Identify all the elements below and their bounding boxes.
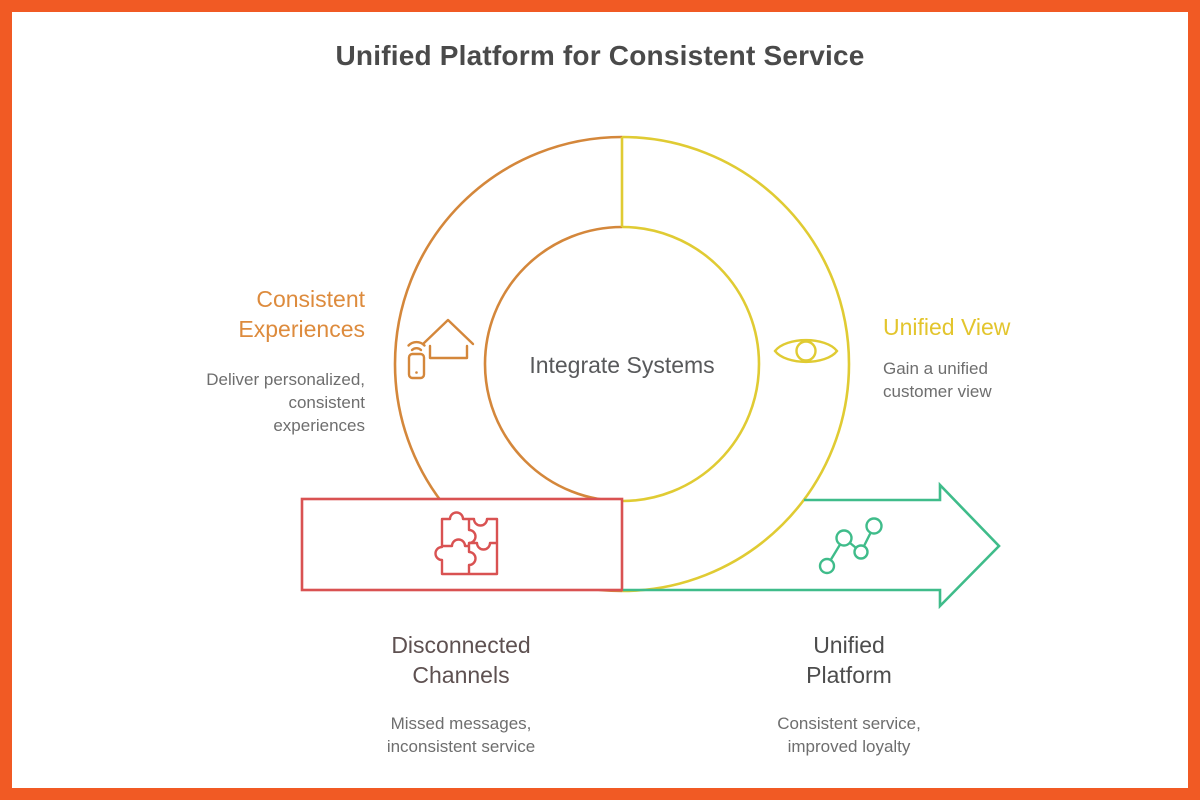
consistent-experiences-description: Deliver personalized, consistent experie…	[206, 370, 365, 435]
ring-outer-right-arc	[621, 135, 851, 593]
disconnected-channels-description: Missed messages, inconsistent service	[386, 714, 536, 756]
unified-view-description: Gain a unified customer view	[883, 359, 992, 401]
ring-inner-right-arc	[621, 225, 761, 503]
page-title: Unified Platform for Consistent Service	[335, 40, 865, 71]
unified-platform-description: Consistent service, improved loyalty	[777, 714, 921, 756]
center-ring-label: Integrate Systems	[529, 352, 715, 378]
unified-platform-arrow	[623, 481, 1001, 610]
unified-view-title: Unified View	[883, 314, 1011, 340]
consistent-experiences-title: Consistent Experiences	[238, 286, 365, 342]
unified-platform-title: Unified Platform	[806, 632, 892, 688]
trend-chart-icon	[818, 517, 883, 575]
puzzle-icon	[434, 511, 499, 576]
smart-home-icon	[407, 318, 475, 380]
ring-inner-left-arc	[483, 225, 623, 503]
eye-icon	[773, 339, 839, 363]
disconnected-channels-box	[300, 497, 624, 592]
disconnected-channels-title: Disconnected Channels	[391, 632, 531, 688]
